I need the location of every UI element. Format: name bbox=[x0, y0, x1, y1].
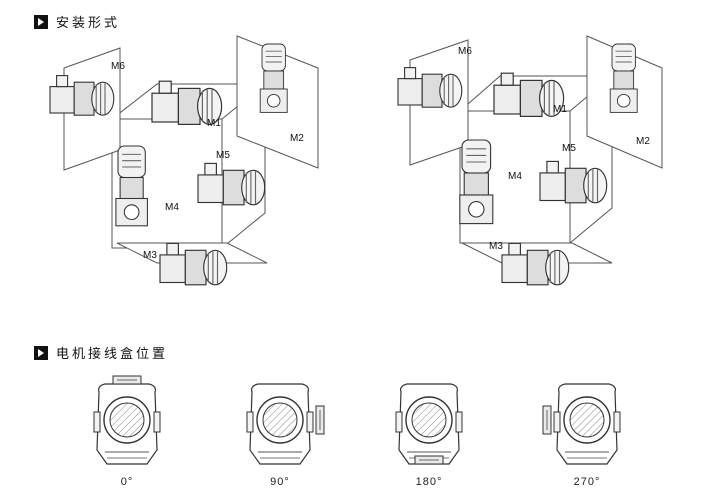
label-m6: M6 bbox=[458, 46, 472, 57]
label-m4: M4 bbox=[508, 171, 522, 182]
terminal-box-position-icon bbox=[542, 383, 621, 465]
angle-label-270: 270° bbox=[573, 476, 601, 488]
terminal-box-icons bbox=[93, 375, 621, 465]
gearmotor-m2 bbox=[259, 43, 288, 113]
angle-label-90: 90° bbox=[270, 476, 290, 488]
gearmotor-m2 bbox=[609, 43, 638, 113]
terminal-box-title: 电机接线盒位置 bbox=[56, 347, 169, 362]
label-m3: M3 bbox=[489, 241, 503, 252]
terminal-box-marker bbox=[414, 455, 444, 465]
terminal-box-position-icon bbox=[395, 383, 463, 465]
label-m1: M1 bbox=[207, 118, 221, 129]
label-m5: M5 bbox=[216, 150, 230, 161]
terminal-box-marker bbox=[542, 405, 552, 435]
angle-label-180: 180° bbox=[415, 476, 443, 488]
mounting-section-heading: 安装形式 bbox=[34, 12, 120, 31]
terminal-box-section-heading: 电机接线盒位置 bbox=[34, 343, 168, 362]
terminal-box-position-icon bbox=[246, 383, 325, 465]
mounting-diagram-left bbox=[49, 35, 319, 286]
section-arrow-icon bbox=[34, 14, 48, 29]
section-arrow-icon bbox=[34, 345, 48, 360]
label-m2: M2 bbox=[636, 136, 650, 147]
terminal-box-position-icon bbox=[93, 375, 161, 465]
label-m2: M2 bbox=[290, 133, 304, 144]
label-m4: M4 bbox=[165, 202, 179, 213]
gearmotor-m4 bbox=[115, 145, 148, 227]
gearmotor-m4 bbox=[459, 139, 494, 225]
label-m6: M6 bbox=[111, 61, 125, 72]
angle-label-0: 0° bbox=[120, 476, 134, 488]
label-m3: M3 bbox=[143, 250, 157, 261]
label-m1: M1 bbox=[553, 104, 567, 115]
mounting-diagram-right bbox=[397, 35, 663, 286]
mounting-title: 安装形式 bbox=[56, 16, 121, 31]
terminal-box-marker bbox=[112, 375, 142, 385]
terminal-box-marker bbox=[315, 405, 325, 435]
label-m5: M5 bbox=[562, 143, 576, 154]
